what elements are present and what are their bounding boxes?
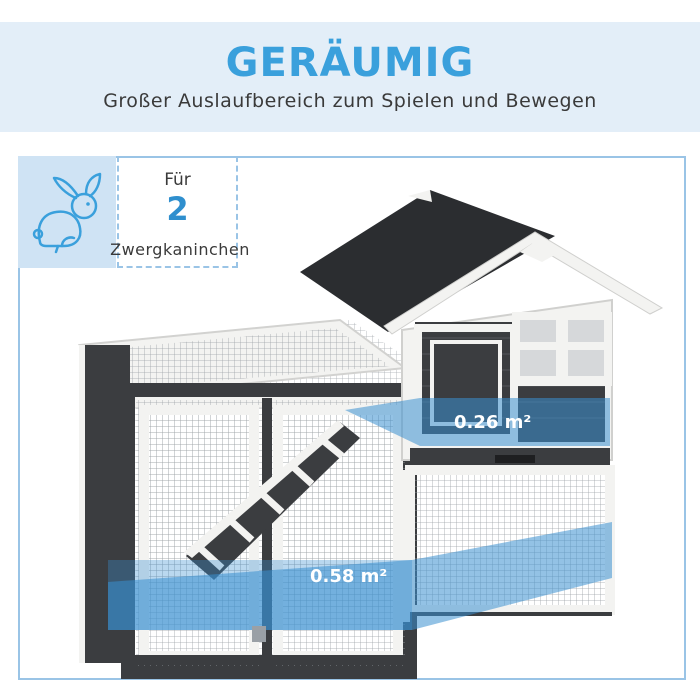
lower-floor-area — [108, 522, 612, 630]
badge-count: 2 — [166, 190, 189, 228]
rabbit-icon — [32, 172, 102, 254]
upper-floor-area — [345, 398, 610, 446]
upper-area-label: 0.26 m² — [454, 412, 532, 433]
rabbit-badge — [18, 156, 116, 268]
badge-prefix: Für — [164, 170, 191, 190]
page-title: GERÄUMIG — [225, 40, 475, 86]
header-banner: GERÄUMIG Großer Auslaufbereich zum Spiel… — [0, 22, 700, 132]
page-subtitle: Großer Auslaufbereich zum Spielen und Be… — [103, 90, 597, 112]
lower-area-label: 0.58 m² — [310, 566, 388, 587]
badge-frame — [117, 156, 238, 268]
badge-label: Zwergkaninchen — [110, 240, 250, 259]
